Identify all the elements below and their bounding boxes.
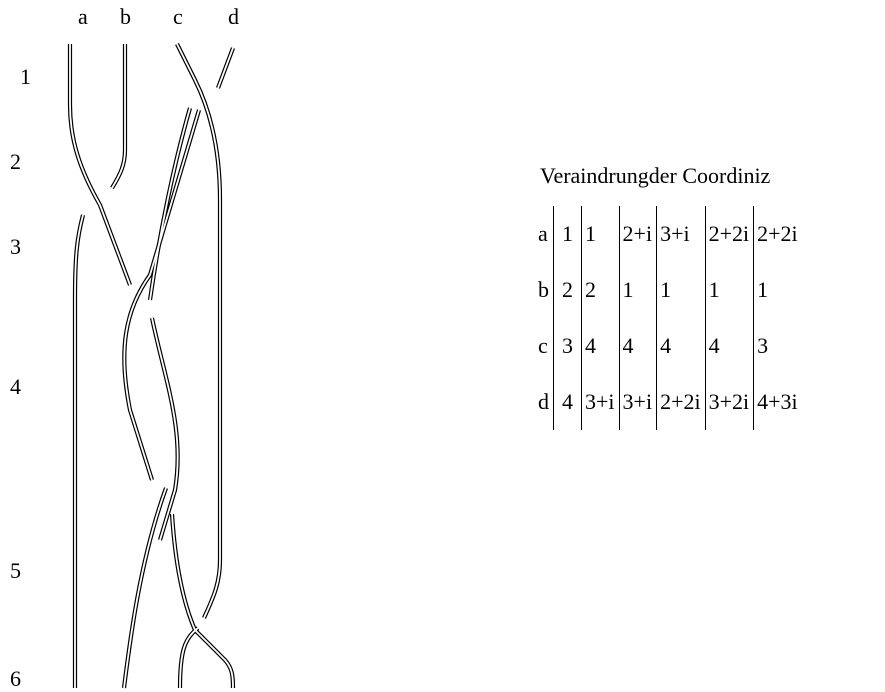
table-title: Veraindrungder Coordiniz xyxy=(540,163,771,188)
table-cell: 1 xyxy=(618,262,657,318)
table-cell: 1 xyxy=(656,262,706,318)
strand-a-upper-inner xyxy=(69,44,131,286)
table-cell: 1 xyxy=(704,262,754,318)
strand-a-lower xyxy=(72,214,86,688)
table-cell: 3+2i xyxy=(704,374,754,430)
strand-d-lower-inner xyxy=(151,317,179,541)
strand-d-middle-inner xyxy=(149,107,191,301)
strand-label-a: a xyxy=(78,4,88,29)
strand-b-upper-inner xyxy=(111,44,126,189)
row-label: a xyxy=(538,221,548,246)
strand-d-bottom-inner xyxy=(179,627,199,689)
strand-d-lower xyxy=(149,317,180,541)
table-cell: 2 xyxy=(553,262,582,318)
table-cell: 2+i xyxy=(618,206,657,262)
table-cell: 4 xyxy=(581,318,620,374)
table-cell: 3+i xyxy=(656,206,706,262)
table-cell: 2 xyxy=(581,262,620,318)
step-label-6: 6 xyxy=(10,666,21,691)
table-cell: 2+2i xyxy=(704,206,754,262)
table-cell: 2+2i xyxy=(656,374,706,430)
row-label: d xyxy=(538,389,549,414)
table-cell: 4 xyxy=(704,318,754,374)
strand-label-b: b xyxy=(120,4,131,29)
table-cell: 3 xyxy=(553,318,582,374)
step-label-5: 5 xyxy=(10,558,21,583)
strand-label-c: c xyxy=(173,4,183,29)
table-cell: 1 xyxy=(553,206,582,262)
strand-label-d: d xyxy=(228,4,239,29)
table-cell: 1 xyxy=(753,262,802,318)
table-cell: 4 xyxy=(618,318,657,374)
table-cell: 4+3i xyxy=(753,374,802,430)
strand-b-bottom-inner xyxy=(123,487,167,689)
row-label: b xyxy=(538,277,549,302)
table-cell: 1 xyxy=(581,206,620,262)
table-cell: 3+i xyxy=(618,374,657,430)
table-cell: 4 xyxy=(656,318,706,374)
strand-b-bottom xyxy=(121,487,168,689)
table-cell: 2+2i xyxy=(753,206,802,262)
step-label-3: 3 xyxy=(10,234,21,259)
table-cell: 3+i xyxy=(581,374,620,430)
step-label-4: 4 xyxy=(10,374,21,399)
strand-d-upper-inner xyxy=(217,47,234,89)
step-label-1: 1 xyxy=(20,64,31,89)
step-label-2: 2 xyxy=(10,149,21,174)
table-cell: 4 xyxy=(553,374,582,430)
table-cell: 3 xyxy=(753,318,802,374)
strand-a-lower-inner xyxy=(74,214,84,688)
strand-c-upper-inner xyxy=(176,43,221,619)
strand-b-lower-inner xyxy=(123,109,200,481)
row-label: c xyxy=(538,333,548,358)
